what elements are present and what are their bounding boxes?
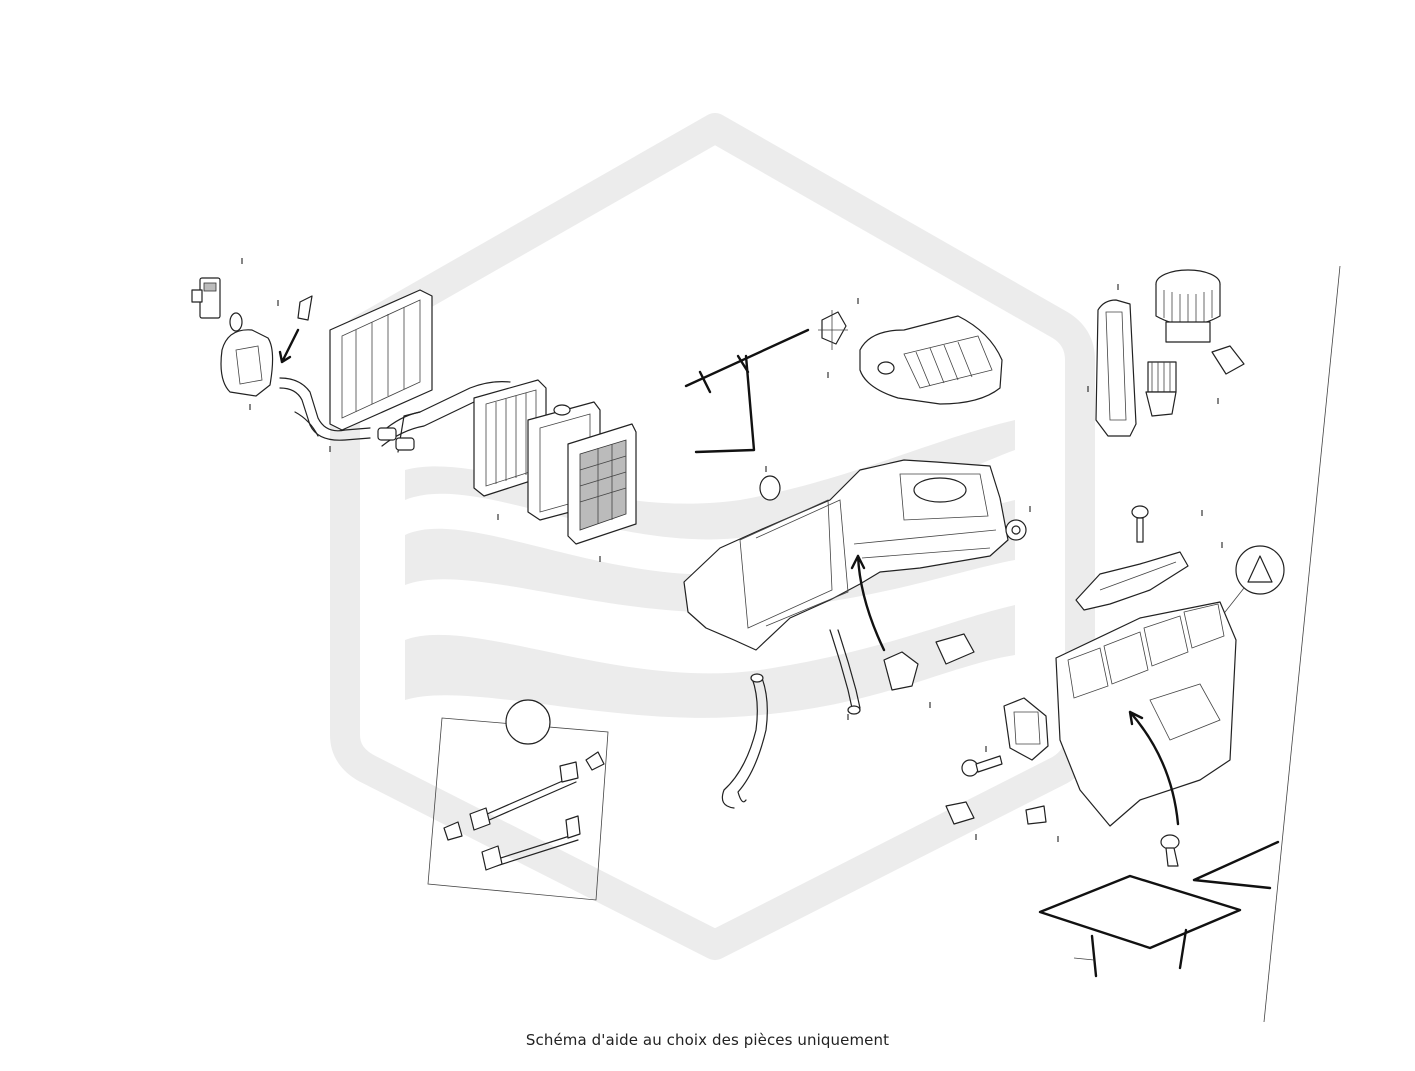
floor-reference-lines [1038, 840, 1280, 978]
hvac-lower-module-part[interactable] [1055, 601, 1237, 827]
servo-motor-part[interactable] [1003, 697, 1049, 761]
arrow-valve [278, 328, 300, 364]
arrow-housing-actuator [850, 554, 886, 652]
arrow-lower-module [1128, 710, 1180, 826]
detail-inset-box [427, 699, 609, 901]
drain-hose-part[interactable] [721, 673, 768, 809]
air-distribution-housing-part[interactable] [859, 315, 1003, 405]
heater-pipes-part[interactable] [279, 377, 371, 441]
flap-actuator-part[interactable] [818, 310, 848, 350]
reference-ticks [241, 258, 1223, 842]
blower-motor-part[interactable] [1155, 269, 1221, 343]
boundary-line [1263, 265, 1341, 1023]
screw-left-part[interactable] [961, 755, 1003, 777]
dashboard-reference-lines [684, 328, 810, 454]
housing-actuator-part[interactable] [883, 633, 975, 691]
clip-part[interactable] [297, 295, 313, 321]
pollen-filter-part[interactable] [567, 423, 637, 545]
short-drain-hose-part[interactable] [829, 629, 861, 715]
diagram-caption: Schéma d'aide au choix des pièces unique… [525, 1031, 890, 1049]
connector-part[interactable] [945, 801, 975, 825]
hvac-main-housing-part[interactable] [683, 459, 1009, 651]
heater-core-part[interactable] [329, 289, 433, 431]
blower-resistor-part[interactable] [1145, 361, 1177, 417]
coolant-pipes-part[interactable] [377, 381, 513, 453]
expansion-valve-part[interactable] [191, 277, 221, 319]
blower-connector-part[interactable] [1211, 345, 1245, 375]
linkage-rod-part[interactable] [443, 751, 605, 871]
triangle-seal-detail [1235, 545, 1285, 595]
valve-cover-part[interactable] [220, 329, 274, 397]
clip-small-part[interactable] [1025, 805, 1047, 825]
screw-top-part[interactable] [1131, 505, 1149, 543]
cap-part[interactable] [759, 475, 781, 501]
screw-bottom-part[interactable] [1160, 834, 1180, 867]
nut-part[interactable] [1005, 519, 1027, 541]
bracket-rail-part[interactable] [1075, 551, 1189, 611]
blower-cover-part[interactable] [1095, 299, 1137, 437]
o-ring-seal-part[interactable] [229, 312, 243, 332]
